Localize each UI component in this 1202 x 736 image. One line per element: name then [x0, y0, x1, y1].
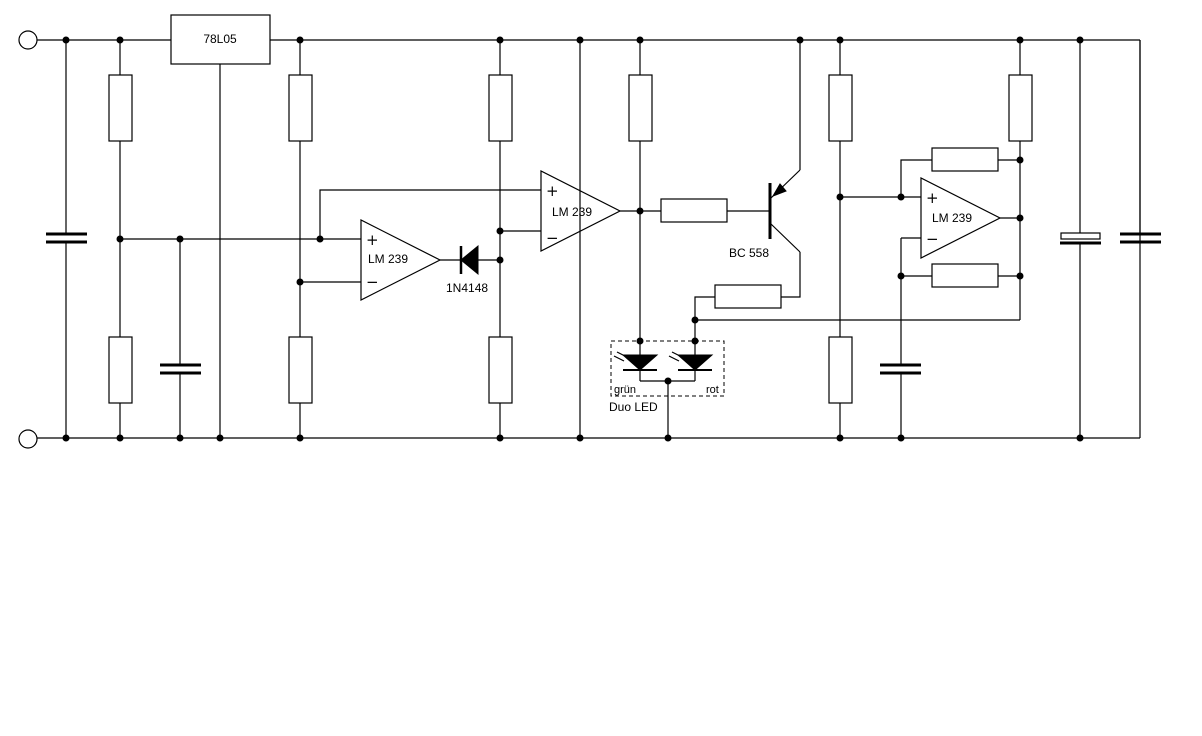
comparator-1: + − LM 239: [360, 219, 460, 301]
minus-sign: −: [926, 230, 939, 248]
filter-capacitor: [160, 239, 201, 438]
comparator-2-label: LM 239: [552, 205, 592, 219]
plus-sign: +: [926, 189, 939, 207]
regulator-label: 78L05: [203, 32, 237, 46]
minus-sign: −: [366, 273, 379, 291]
comparator-2: + − LM 239: [540, 40, 661, 438]
transistor-bc558: BC 558: [729, 40, 801, 298]
resistor: [828, 336, 853, 404]
resistor: [288, 336, 313, 404]
led-green-label: grün: [614, 384, 636, 396]
led-red-label: rot: [706, 384, 719, 396]
pull-up-resistor: [695, 40, 1033, 321]
voltage-regulator: 78L05: [170, 14, 271, 438]
comparator-3: + − LM 239: [901, 177, 1020, 259]
plus-sign: +: [366, 231, 379, 249]
resistor: [931, 147, 999, 172]
resistor: [488, 336, 513, 404]
duo-led: grün rot Duo LED: [609, 340, 725, 438]
oscillator-feedback: [880, 147, 1020, 438]
collector-resistor: [694, 284, 782, 355]
comparator-1-label: LM 239: [368, 252, 408, 266]
diode-1n4148: 1N4148: [446, 244, 500, 295]
input-terminal-ground: [18, 429, 38, 449]
led-caption: Duo LED: [609, 400, 658, 414]
electrolytic-capacitor: [1060, 40, 1101, 438]
comparator-3-label: LM 239: [932, 211, 972, 225]
resistor: [931, 263, 999, 288]
reference-divider: [288, 40, 361, 438]
output-capacitor: [1120, 40, 1161, 244]
right-divider: [828, 40, 921, 438]
light-emission-icon: [613, 351, 683, 362]
led-resistor: [628, 40, 653, 355]
transistor-label: BC 558: [729, 246, 769, 260]
plus-sign: +: [546, 182, 559, 200]
junction-dots: [62, 36, 1084, 442]
feedback-wire: [319, 189, 541, 239]
resistor: [108, 336, 133, 404]
minus-sign: −: [546, 229, 559, 247]
resistor: [828, 74, 853, 142]
resistor: [108, 74, 133, 142]
resistor: [488, 74, 513, 142]
hysteresis-divider: [488, 40, 541, 438]
resistor: [288, 74, 313, 142]
input-capacitor: [46, 40, 87, 438]
base-resistor: [660, 198, 770, 223]
diode-label: 1N4148: [446, 281, 488, 295]
input-terminal-positive: [18, 30, 38, 50]
